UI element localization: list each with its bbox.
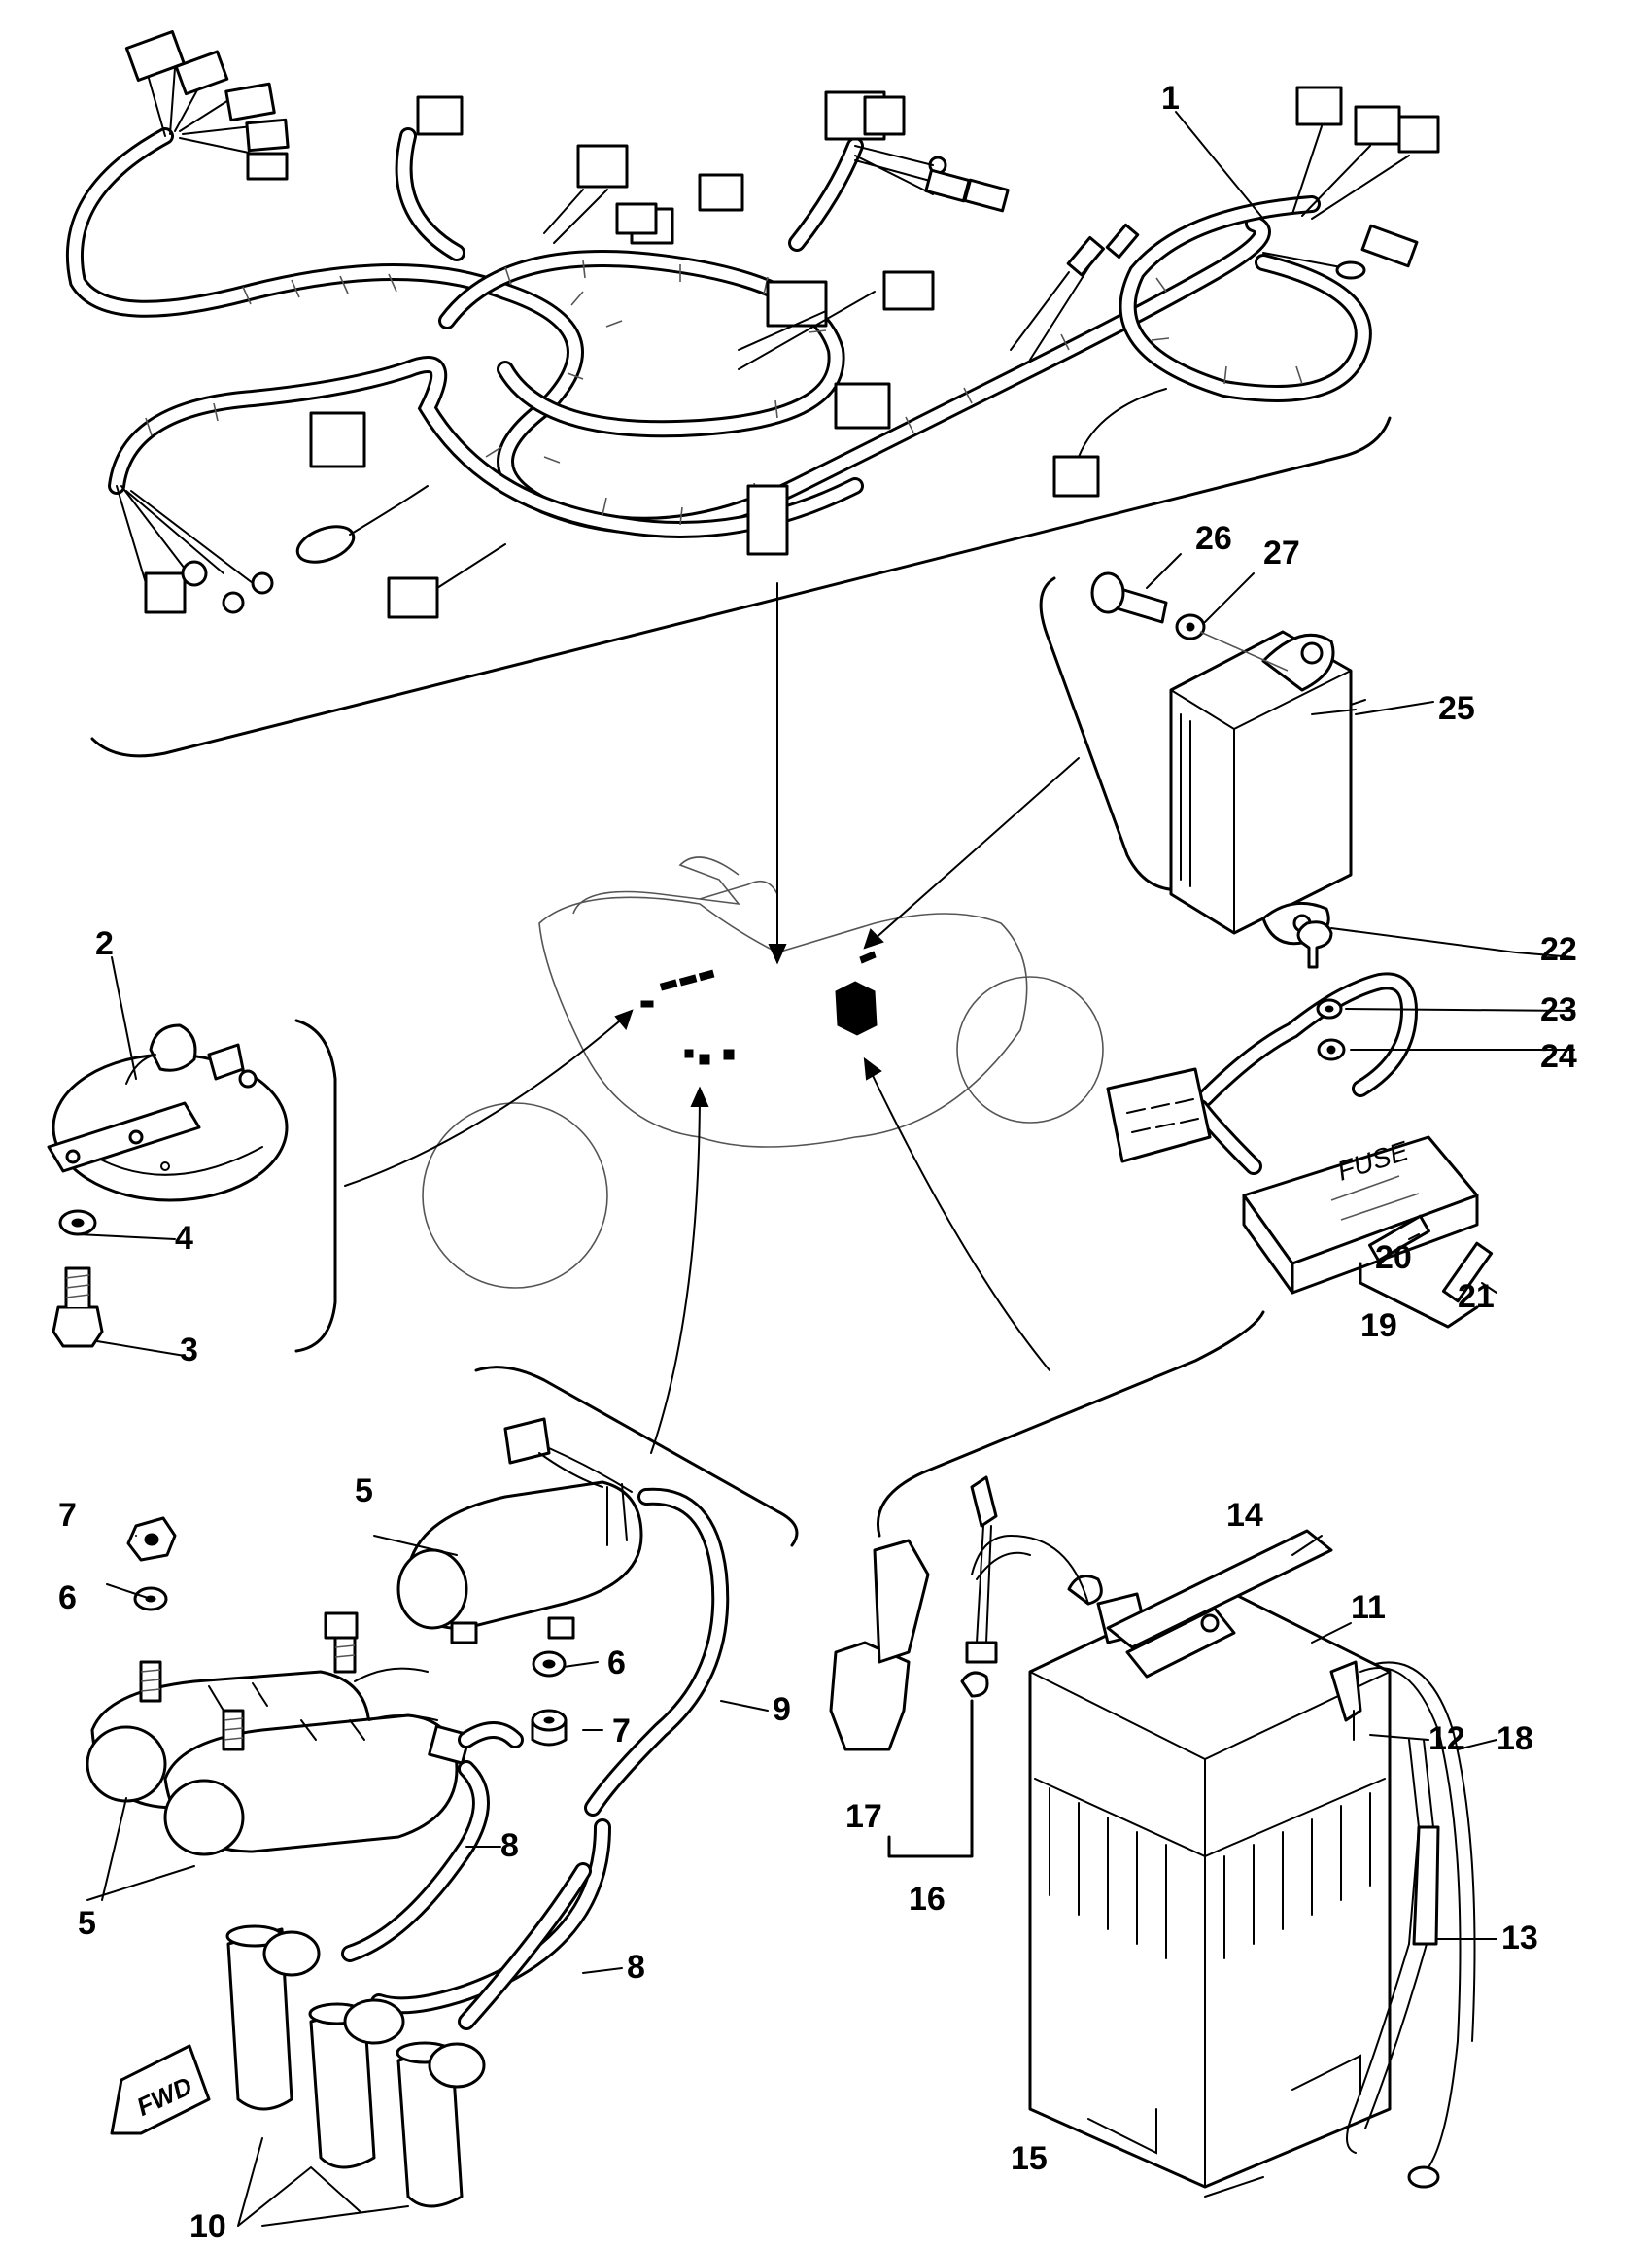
- callout-24: 24: [1540, 1038, 1577, 1075]
- callout-10: 10: [189, 2208, 226, 2245]
- callout-15: 15: [1011, 2140, 1048, 2177]
- callout-6-left: 6: [58, 1579, 77, 1616]
- callout-5-upper: 5: [355, 1472, 373, 1509]
- callout-4: 4: [175, 1220, 193, 1257]
- callout-27: 27: [1263, 535, 1300, 571]
- callout-26: 26: [1195, 520, 1232, 557]
- callout-8-upper: 8: [500, 1827, 519, 1864]
- ignition-coil-group: FWD: [86, 1366, 799, 2208]
- callout-20: 20: [1375, 1239, 1412, 1276]
- callout-25: 25: [1438, 690, 1475, 727]
- battery-group: [829, 1310, 1476, 2189]
- cdi-location-marker: [835, 981, 878, 1036]
- callout-5-lower: 5: [78, 1905, 96, 1942]
- callout-9: 9: [773, 1691, 791, 1728]
- motorcycle-outline: [422, 856, 1104, 1289]
- callout-labels: 1 2 3 4 5 5 6 6 7 7 8 8 9 10 11 12 13 14…: [58, 80, 1577, 2245]
- callout-2: 2: [95, 925, 114, 962]
- callout-7-right: 7: [612, 1713, 631, 1749]
- cdi-group-bracket: [1039, 576, 1187, 892]
- callout-22: 22: [1540, 931, 1577, 968]
- callout-7-left: 7: [58, 1497, 77, 1534]
- callout-12: 12: [1428, 1720, 1465, 1757]
- callout-19: 19: [1360, 1307, 1397, 1344]
- callout-13: 13: [1501, 1920, 1538, 1956]
- callout-6-right: 6: [607, 1644, 626, 1681]
- assembly-leaders: [344, 582, 1080, 1454]
- coil-group-bracket: [474, 1366, 799, 1547]
- callout-11: 11: [1351, 1589, 1386, 1626]
- callout-17: 17: [845, 1798, 882, 1835]
- callout-14: 14: [1226, 1497, 1263, 1534]
- harness-group-bracket: [90, 416, 1392, 758]
- horn-group-bracket: [294, 1019, 337, 1353]
- battery-group-bracket: [877, 1310, 1265, 1538]
- fuse-box-group: FUSE: [1106, 920, 1494, 1329]
- callout-21: 21: [1458, 1278, 1495, 1315]
- callout-23: 23: [1540, 991, 1577, 1028]
- callout-8-lower: 8: [627, 1949, 645, 1986]
- callout-1: 1: [1161, 80, 1180, 117]
- callout-16: 16: [909, 1881, 946, 1918]
- horn-group: [47, 1019, 337, 1353]
- callout-3: 3: [180, 1332, 198, 1368]
- callout-18: 18: [1497, 1720, 1533, 1757]
- callout-leaders: [77, 111, 1575, 2227]
- cdi-unit-group: [1039, 571, 1353, 946]
- wire-harness: [65, 30, 1440, 758]
